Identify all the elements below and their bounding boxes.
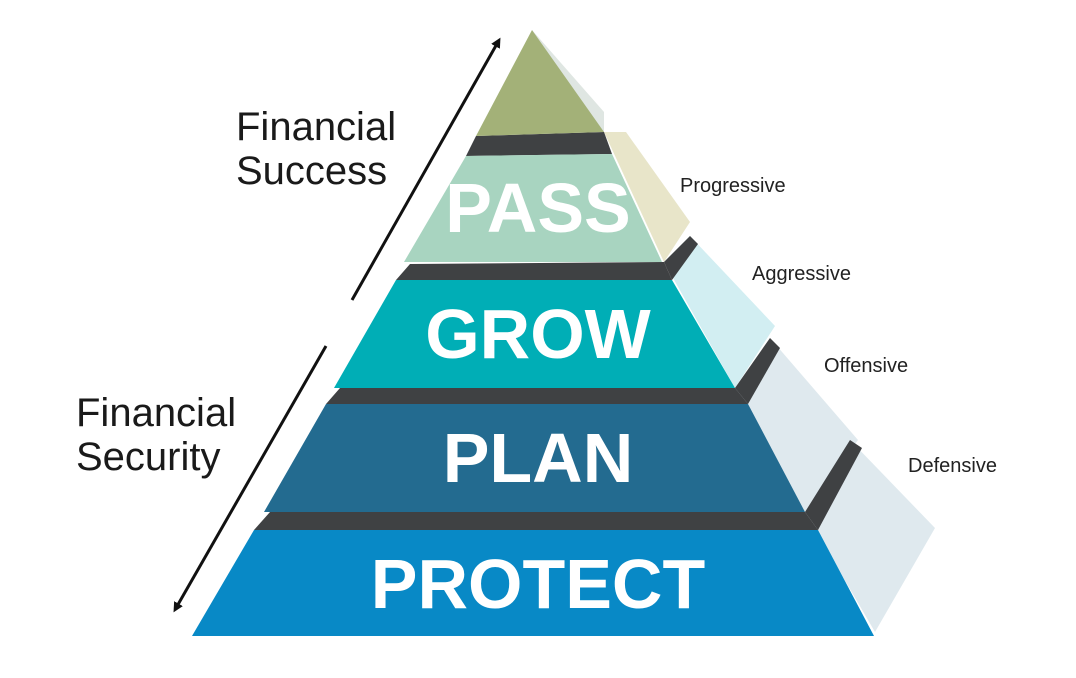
tier-label-protect: PROTECT — [371, 545, 705, 623]
tier-label-grow: GROW — [425, 295, 651, 373]
side-label-defensive: Defensive — [908, 455, 997, 477]
tier-apex — [476, 30, 604, 136]
tier-protect — [192, 530, 874, 636]
tier-label-plan: PLAN — [443, 419, 634, 497]
arrow-down — [173, 345, 328, 613]
separator-band-3 — [326, 388, 748, 404]
axis-label-success-line1: Financial — [236, 105, 396, 149]
tier-side-plan — [735, 338, 858, 512]
tier-side-grow — [664, 236, 775, 388]
tier-label-pass: PASS — [445, 169, 630, 247]
side-label-aggressive: Aggressive — [752, 263, 851, 285]
separator-band-2 — [396, 262, 672, 280]
front-faces — [192, 30, 874, 636]
axis-label-success-line2: Success — [236, 149, 387, 193]
separators — [254, 132, 862, 530]
side-label-progressive: Progressive — [680, 175, 786, 197]
tier-plan — [264, 404, 805, 512]
separator-edge-1 — [664, 236, 698, 280]
separator-edge-2 — [735, 338, 780, 404]
side-label-offensive: Offensive — [824, 355, 908, 377]
separator-edge-3 — [805, 440, 862, 530]
arrow-up — [350, 37, 501, 301]
tier-labels: PASS GROW PLAN PROTECT — [371, 169, 705, 623]
axis-label-security-line1: Financial — [76, 391, 236, 435]
arrows — [173, 37, 501, 613]
axis-label-success: Financial Success — [236, 105, 396, 193]
separator-band-1 — [466, 132, 612, 156]
tier-side-pass — [604, 132, 690, 262]
axis-label-security-line2: Security — [76, 435, 221, 479]
tier-grow — [334, 280, 735, 388]
axis-label-security: Financial Security — [76, 391, 236, 479]
side-labels: Progressive Aggressive Offensive Defensi… — [680, 175, 997, 477]
tier-pass — [404, 154, 662, 262]
separator-band-4 — [254, 512, 818, 530]
